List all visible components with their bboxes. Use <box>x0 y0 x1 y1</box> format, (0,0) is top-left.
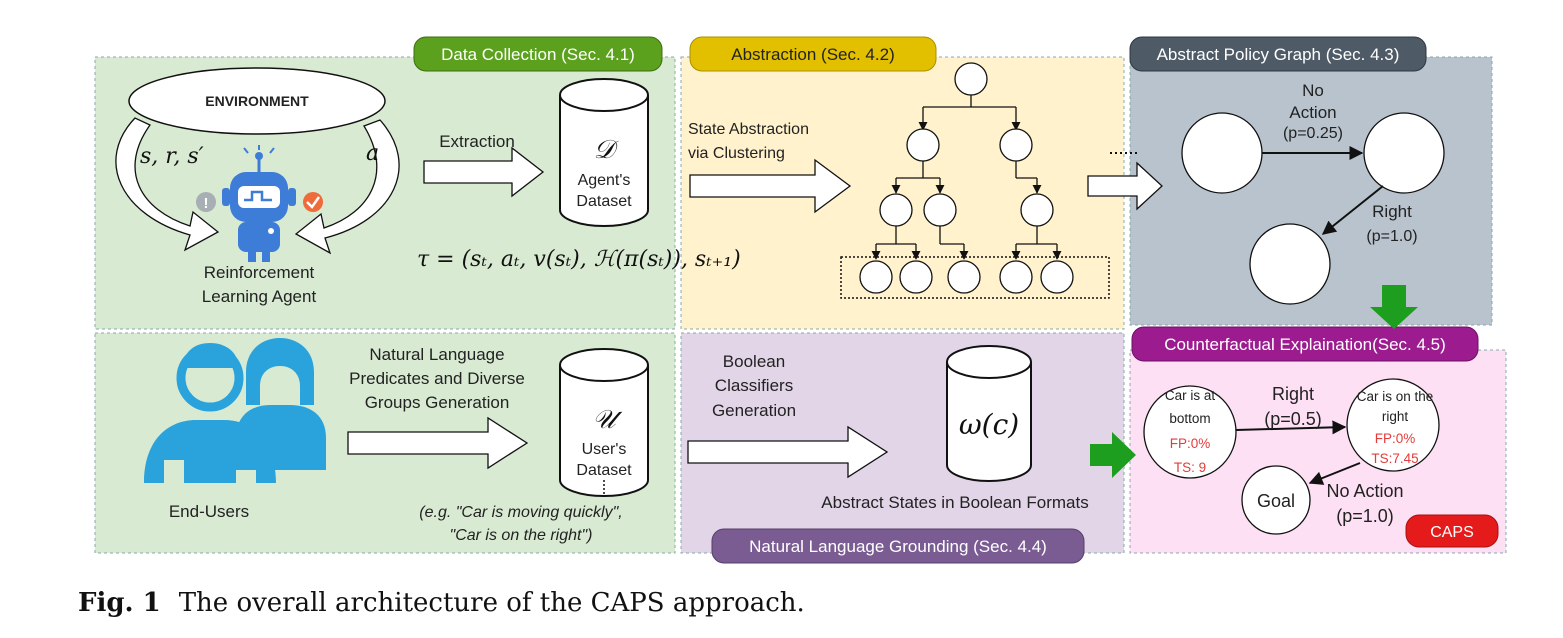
policy-edge-2-label: Right <box>1372 202 1412 221</box>
green-right-arrow <box>1090 432 1136 478</box>
policy-edge-2 <box>1321 185 1384 235</box>
users-gen-line1: Natural Language <box>369 345 504 364</box>
cluster-nodes <box>859 62 1074 294</box>
cf-edge-1 <box>1235 420 1347 435</box>
extraction-label: Extraction <box>439 132 515 151</box>
caps-badge: CAPS <box>1405 514 1499 548</box>
caps-badge-text: CAPS <box>1430 524 1474 541</box>
user-dataset-cylinder <box>559 348 649 497</box>
environment-ellipse <box>128 67 386 135</box>
user-dataset-line2: Dataset <box>576 462 632 479</box>
badge-policy-graph: Abstract Policy Graph (Sec. 4.3) <box>1129 36 1427 72</box>
abstraction-label-line2: via Clustering <box>688 145 785 162</box>
robot-agent-icon <box>222 145 296 262</box>
badge-policy-graph-text: Abstract Policy Graph (Sec. 4.3) <box>1157 45 1400 64</box>
cf-node-right <box>1346 378 1440 472</box>
users-gen-line3: Groups Generation <box>365 393 510 412</box>
badge-grounding-text: Natural Language Grounding (Sec. 4.4) <box>749 537 1047 556</box>
extraction-arrow <box>423 146 545 198</box>
cf-node-bottom <box>1143 385 1237 479</box>
users-gen-line2: Predicates and Diverse <box>349 369 525 388</box>
abstraction-arrow <box>689 158 852 214</box>
users-gen-arrow <box>347 416 529 470</box>
figure-caption-label: Fig. 1 <box>78 588 161 618</box>
environment-label: ENVIRONMENT <box>205 93 309 109</box>
warning-icon: ! <box>196 192 216 212</box>
figure-caption-text: The overall architecture of the CAPS app… <box>178 588 805 618</box>
agent-label-line2: Learning Agent <box>202 287 317 306</box>
classifiers-line2: Classifiers <box>715 376 793 395</box>
policy-edge-1-label-line2: Action <box>1289 103 1336 122</box>
state-reward-arrow <box>115 117 220 252</box>
policy-node-3 <box>1249 223 1331 305</box>
cf-node-right-line1: Car is on the <box>1357 389 1434 404</box>
badge-abstraction: Abstraction (Sec. 4.2) <box>689 36 937 72</box>
badge-data-collection: Data Collection (Sec. 4.1) <box>413 36 663 72</box>
trajectory-formula: τ = (sₜ, aₜ, v(sₜ), ℋ(π(sₜ)), sₜ₊₁) <box>417 247 741 272</box>
to-policy-graph-arrow <box>1087 161 1163 211</box>
classifiers-line3: Generation <box>712 401 796 420</box>
users-example-line2: "Car is on the right") <box>450 527 593 544</box>
policy-edge-2-prob: (p=1.0) <box>1366 228 1417 245</box>
cf-node-bottom-fp: FP:0% <box>1170 436 1211 451</box>
badge-grounding: Natural Language Grounding (Sec. 4.4) <box>711 528 1085 564</box>
policy-edge-1-prob: (p=0.25) <box>1283 125 1343 142</box>
cf-node-bottom-ts: TS: 9 <box>1174 460 1206 475</box>
cf-edge-1-label: Right <box>1272 384 1314 404</box>
check-icon <box>303 192 323 212</box>
action-arrow <box>294 119 400 255</box>
omega-symbol: ω(c) <box>959 408 1019 441</box>
user-dataset-line1: User's <box>582 441 627 458</box>
cf-node-goal <box>1241 465 1311 535</box>
end-users-label: End-Users <box>169 502 249 521</box>
cf-node-bottom-line1: Car is at <box>1165 388 1216 403</box>
figure-caption: Fig. 1 The overall architecture of the CA… <box>78 588 805 618</box>
end-users-icon <box>144 338 326 483</box>
green-down-arrow <box>1370 285 1418 329</box>
agent-dataset-line2: Dataset <box>576 193 632 210</box>
abstract-states-label: Abstract States in Boolean Formats <box>821 493 1088 512</box>
cf-goal-label: Goal <box>1257 491 1295 511</box>
badge-abstraction-text: Abstraction (Sec. 4.2) <box>731 45 894 64</box>
cluster-tree <box>871 95 1062 260</box>
abstraction-label-line1: State Abstraction <box>688 121 809 138</box>
svg-text:!: ! <box>204 195 209 212</box>
omega-cylinder <box>946 345 1032 482</box>
cf-edge-2-label: No Action <box>1326 481 1403 501</box>
agent-dataset-cylinder <box>559 78 649 227</box>
agent-label-line1: Reinforcement <box>204 263 315 282</box>
badge-counterfactual-text: Counterfactual Explaination(Sec. 4.5) <box>1164 335 1446 354</box>
cf-edge-2 <box>1308 462 1361 485</box>
state-reward-math: s, r, s′ <box>140 144 204 169</box>
policy-node-1 <box>1181 112 1263 194</box>
badge-counterfactual: Counterfactual Explaination(Sec. 4.5) <box>1131 326 1479 362</box>
cf-node-right-fp: FP:0% <box>1375 431 1416 446</box>
users-example-line1: (e.g. "Car is moving quickly", <box>419 504 622 521</box>
badge-data-collection-text: Data Collection (Sec. 4.1) <box>441 45 635 64</box>
classifiers-arrow <box>687 425 889 479</box>
agent-dataset-line1: Agent's <box>578 172 631 189</box>
classifiers-line1: Boolean <box>723 352 785 371</box>
leaf-cluster-box <box>840 256 1110 299</box>
cf-edge-2-prob: (p=1.0) <box>1336 506 1394 526</box>
action-math: a <box>366 141 379 166</box>
cf-edge-1-prob: (p=0.5) <box>1264 409 1322 429</box>
cf-node-bottom-line2: bottom <box>1169 411 1210 426</box>
policy-edge-1-label-line1: No <box>1302 81 1324 100</box>
cf-node-right-line2: right <box>1382 409 1409 424</box>
cf-node-right-ts: TS:7.45 <box>1371 451 1418 466</box>
policy-node-2 <box>1363 112 1445 194</box>
